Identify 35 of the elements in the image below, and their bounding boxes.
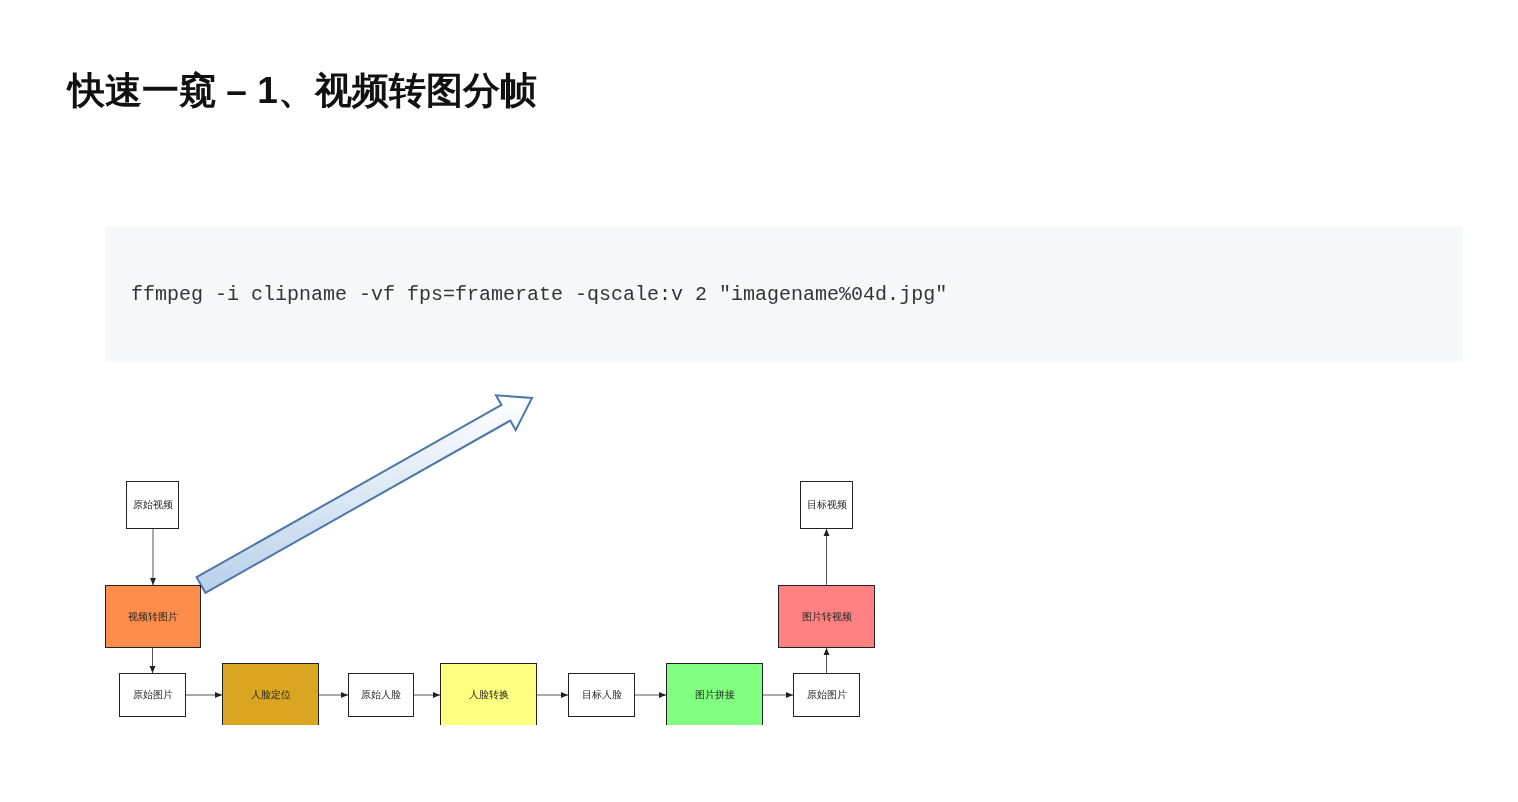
box-label: 图片拼接: [694, 687, 735, 702]
process-box: [778, 585, 875, 648]
box-label: 图片转视频: [801, 609, 852, 624]
process-box: [222, 663, 319, 725]
process-box: [440, 663, 537, 725]
command-text: ffmpeg -i clipname -vf fps=framerate -qscale:v 2 "imagename%04d.jpg": [131, 282, 948, 306]
block-arrow: [195, 394, 534, 595]
arrow: [823, 528, 830, 586]
arrow: [536, 692, 569, 698]
arrow: [149, 647, 156, 674]
arrow: [634, 692, 667, 698]
process-box: [348, 673, 414, 717]
box-label: 人脸转换: [468, 687, 509, 702]
box-label: 原始人脸: [361, 688, 401, 702]
process-box: [119, 673, 186, 717]
box-label: 人脸定位: [250, 687, 291, 702]
arrow: [762, 692, 794, 698]
box-label: 原始图片: [132, 688, 173, 702]
process-box: [105, 585, 201, 648]
arrow: [823, 647, 830, 674]
process-box: [666, 663, 763, 725]
process-box: [793, 673, 860, 717]
process-box: [126, 481, 179, 529]
box-label: 视频转图片: [128, 609, 178, 624]
process-box: [568, 673, 635, 717]
box-label: 原始视频: [132, 498, 173, 512]
box-label: 目标视频: [806, 498, 847, 512]
arrow: [185, 692, 223, 698]
box-label: 目标人脸: [581, 688, 622, 702]
arrow: [150, 528, 156, 586]
box-label: 原始图片: [806, 688, 847, 702]
arrow: [413, 692, 441, 698]
arrow: [318, 692, 349, 698]
process-box: [800, 481, 853, 529]
title: 快速一窥 – 1、视频转图分帧: [68, 69, 537, 113]
